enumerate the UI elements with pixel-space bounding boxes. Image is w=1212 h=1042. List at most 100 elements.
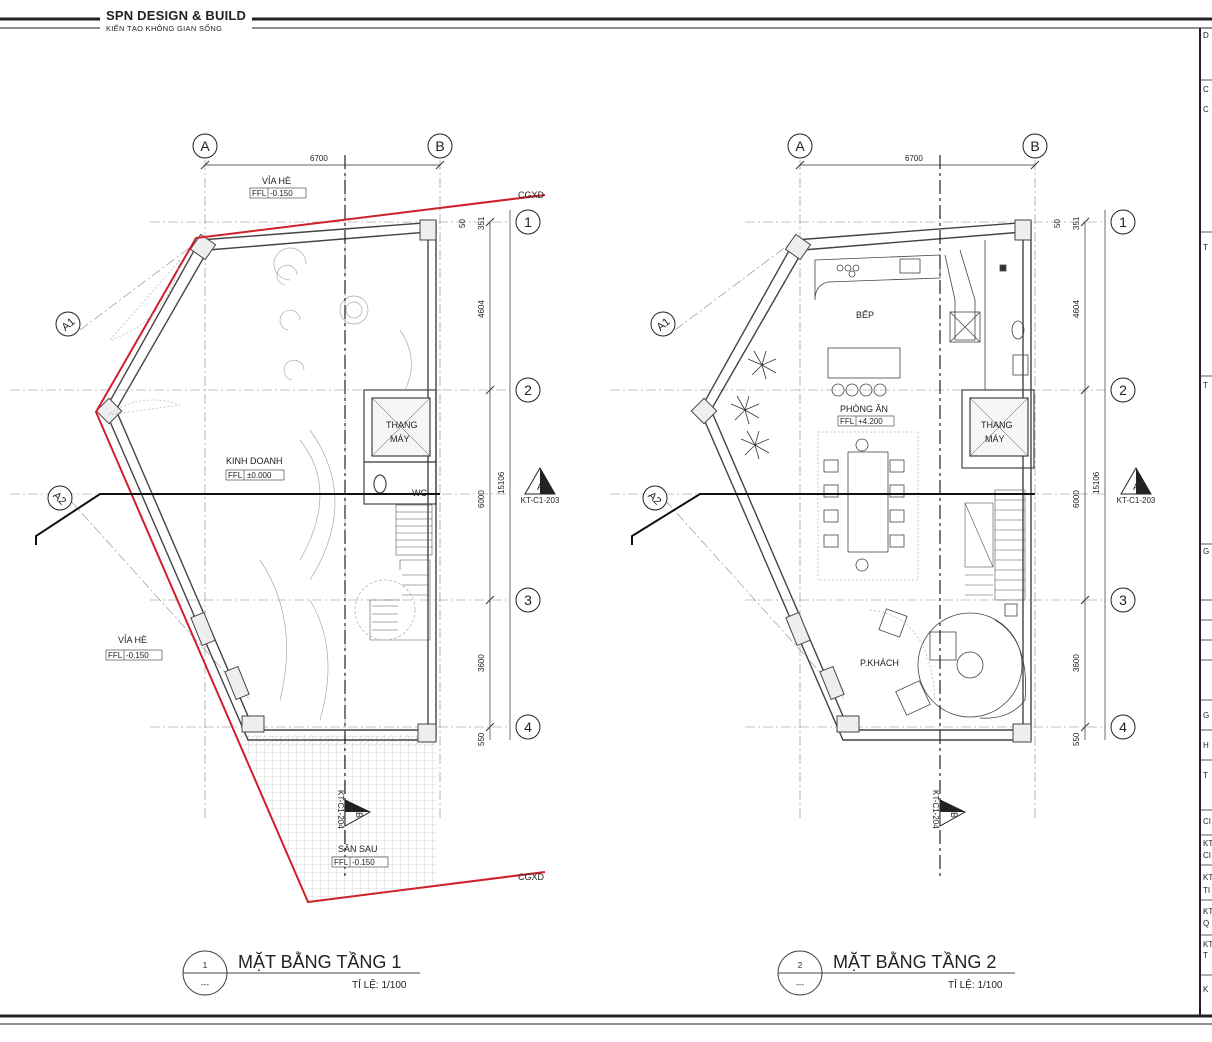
svg-text:THANG: THANG bbox=[981, 420, 1013, 430]
svg-text:KT: KT bbox=[1203, 873, 1212, 882]
svg-text:CI: CI bbox=[1203, 817, 1211, 826]
svg-text:50: 50 bbox=[458, 219, 467, 228]
brand-name: SPN DESIGN & BUILD bbox=[106, 8, 247, 23]
wall-piers-plan1 bbox=[95, 219, 437, 743]
svg-text:6700: 6700 bbox=[905, 154, 923, 163]
dining-set bbox=[817, 347, 919, 581]
svg-text:3: 3 bbox=[524, 592, 532, 608]
svg-text:KT-C1-203: KT-C1-203 bbox=[1117, 496, 1156, 505]
site-boundary-plan1 bbox=[94, 194, 546, 904]
svg-text:1: 1 bbox=[1119, 214, 1127, 230]
svg-text:351: 351 bbox=[477, 216, 486, 230]
section-marker-a-plan2: A KT-C1-203 bbox=[1117, 466, 1156, 505]
svg-text:-0.150: -0.150 bbox=[270, 189, 293, 198]
title-block bbox=[1200, 79, 1212, 976]
svg-text:T: T bbox=[1203, 243, 1208, 252]
svg-text:CI: CI bbox=[1203, 851, 1211, 860]
svg-text:15106: 15106 bbox=[497, 471, 506, 494]
svg-text:B: B bbox=[435, 138, 444, 154]
stairs-plan1 bbox=[369, 504, 433, 641]
svg-text:15106: 15106 bbox=[1092, 471, 1101, 494]
svg-text:FFL: FFL bbox=[228, 471, 243, 480]
dimension-lines bbox=[205, 164, 1106, 740]
svg-text:D: D bbox=[1203, 31, 1209, 40]
svg-text:Q: Q bbox=[1203, 919, 1209, 928]
sheet-frame bbox=[0, 17, 1212, 1025]
svg-text:-0.150: -0.150 bbox=[352, 858, 375, 867]
title-block-letters: D C C T T G G H T CI KT CI KT TI KT Q KT… bbox=[1203, 31, 1212, 994]
svg-text:C: C bbox=[1203, 85, 1209, 94]
svg-text:THANG: THANG bbox=[386, 420, 418, 430]
floor-plan-2 bbox=[610, 155, 1105, 880]
bathroom-plan2 bbox=[949, 240, 1029, 390]
svg-text:T: T bbox=[1203, 771, 1208, 780]
svg-text:T: T bbox=[1203, 381, 1208, 390]
door-swings-plan1 bbox=[107, 259, 182, 416]
plants bbox=[730, 350, 777, 460]
svg-text:3600: 3600 bbox=[477, 654, 486, 672]
brand-header: SPN DESIGN & BUILD KIẾN TẠO KHÔNG GIAN S… bbox=[100, 8, 253, 33]
svg-text:KT: KT bbox=[1203, 940, 1212, 949]
plan-title-2: 2 --- MẶT BẰNG TẦNG 2 TỈ LỆ: 1/100 bbox=[777, 950, 1015, 996]
dimension-ticks bbox=[200, 160, 1090, 732]
svg-text:MẶT BẰNG TẦNG 2: MẶT BẰNG TẦNG 2 bbox=[833, 951, 996, 972]
svg-text:TỈ LỆ: 1/100: TỈ LỆ: 1/100 bbox=[352, 978, 407, 991]
svg-text:B: B bbox=[354, 812, 364, 818]
living-furniture bbox=[869, 603, 1026, 719]
section-cut-a-plan2 bbox=[631, 493, 1035, 545]
svg-text:4604: 4604 bbox=[1072, 300, 1081, 318]
svg-text:MÁY: MÁY bbox=[390, 434, 410, 444]
section-marker-a-plan1: A KT-C1-203 bbox=[521, 466, 560, 505]
backyard-planter bbox=[240, 735, 436, 747]
brand-tagline: KIẾN TẠO KHÔNG GIAN SỐNG bbox=[106, 24, 223, 33]
dimension-values: 6700 6700 351 4604 6000 3600 550 15106 5… bbox=[310, 154, 1101, 746]
elevator-core-plan2 bbox=[961, 389, 1035, 469]
svg-text:---: --- bbox=[201, 980, 209, 989]
svg-text:KT: KT bbox=[1203, 907, 1212, 916]
svg-text:KT-C1-204: KT-C1-204 bbox=[336, 790, 345, 829]
svg-text:BẾP: BẾP bbox=[856, 310, 874, 320]
svg-text:MÁY: MÁY bbox=[985, 434, 1005, 444]
wall-piers-plan2 bbox=[690, 219, 1032, 743]
section-marker-b-plan1: B KT-C1-204 bbox=[336, 790, 372, 829]
svg-text:VỈA HÈ: VỈA HÈ bbox=[262, 175, 291, 186]
svg-text:VỈA HÈ: VỈA HÈ bbox=[118, 634, 147, 645]
walls-plan1 bbox=[104, 221, 437, 741]
svg-text:TỈ LỆ: 1/100: TỈ LỆ: 1/100 bbox=[948, 978, 1003, 991]
room-labels-plan2: BẾP PHÒNG ĂN FFL +4.200 THANG MÁY P.KHÁC… bbox=[837, 310, 1013, 668]
svg-text:±0.000: ±0.000 bbox=[247, 471, 272, 480]
svg-text:B: B bbox=[1030, 138, 1039, 154]
stairs-plan2 bbox=[964, 489, 1026, 601]
svg-text:A: A bbox=[795, 138, 805, 154]
svg-text:50: 50 bbox=[1053, 219, 1062, 228]
svg-text:351: 351 bbox=[1072, 216, 1081, 230]
svg-text:2: 2 bbox=[798, 961, 803, 970]
svg-text:KT-C1-203: KT-C1-203 bbox=[521, 496, 560, 505]
plan-title-1: 1 --- MẶT BẰNG TẦNG 1 TỈ LỆ: 1/100 bbox=[182, 950, 420, 996]
svg-text:KINH DOANH: KINH DOANH bbox=[226, 456, 283, 466]
svg-text:K: K bbox=[1203, 985, 1209, 994]
svg-text:6700: 6700 bbox=[310, 154, 328, 163]
svg-text:G: G bbox=[1203, 547, 1209, 556]
svg-text:PHÒNG ĂN: PHÒNG ĂN bbox=[840, 404, 888, 414]
svg-text:TI: TI bbox=[1203, 886, 1210, 895]
svg-text:3600: 3600 bbox=[1072, 654, 1081, 672]
svg-text:-0.150: -0.150 bbox=[126, 651, 149, 660]
svg-text:FFL: FFL bbox=[108, 651, 123, 660]
svg-text:H: H bbox=[1203, 741, 1209, 750]
svg-text:T: T bbox=[1203, 951, 1208, 960]
svg-text:550: 550 bbox=[477, 732, 486, 746]
svg-text:550: 550 bbox=[1072, 732, 1081, 746]
room-labels-plan1: VỈA HÈ FFL -0.150 CGXD CGXD KINH DOANH F… bbox=[105, 175, 545, 882]
kitchen-counter bbox=[814, 249, 976, 341]
svg-text:2: 2 bbox=[1119, 382, 1127, 398]
floor-pattern-plan1 bbox=[259, 247, 416, 721]
svg-text:1: 1 bbox=[524, 214, 532, 230]
svg-text:4: 4 bbox=[524, 719, 532, 735]
svg-text:---: --- bbox=[796, 980, 804, 989]
elevator-core-plan1 bbox=[363, 389, 437, 505]
svg-text:CGXD: CGXD bbox=[518, 872, 545, 882]
svg-text:WC: WC bbox=[412, 488, 427, 498]
svg-text:A: A bbox=[1133, 482, 1139, 492]
